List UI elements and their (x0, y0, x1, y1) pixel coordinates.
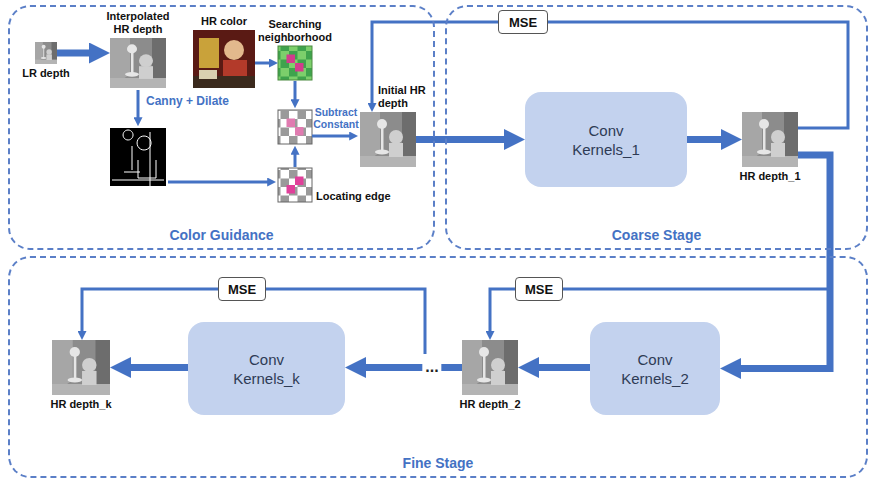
stage-title: Coarse Stage (447, 227, 866, 243)
tile-cell (287, 119, 296, 128)
box-label: MSE (509, 15, 537, 30)
depth-image (52, 340, 110, 395)
box-label: Conv Kernels_k (219, 350, 315, 388)
tile-cell (287, 55, 296, 64)
image-label: HR depth_k (41, 398, 121, 411)
edge-map (110, 128, 166, 186)
flow-arrow (137, 90, 140, 119)
flow-arrow (737, 155, 830, 369)
image-label: Searching neighborhood (250, 18, 340, 44)
color-image-part (224, 40, 244, 60)
edge-map-ground (110, 128, 166, 186)
tile-cell (295, 127, 304, 136)
depth-image (360, 112, 416, 167)
neighborhood-tile (278, 46, 312, 80)
image-label: Interpolated HR depth (101, 10, 175, 36)
depth-image (110, 38, 166, 88)
flow-arrow (535, 364, 590, 371)
tile-cell (295, 177, 304, 186)
step-note: Canny + Dilate (146, 95, 229, 109)
depth-image-node: Interpolated HR depth (110, 38, 166, 88)
color-image-part (199, 38, 219, 68)
image-label: HR depth_2 (450, 398, 530, 411)
box-label: MSE (525, 282, 553, 297)
box-label: Conv Kernels_1 (558, 121, 654, 159)
flow-arrow (362, 364, 462, 371)
flow-arrow (57, 50, 93, 57)
color-image (193, 30, 255, 88)
edge-tile (278, 168, 312, 202)
color-image-ground (193, 30, 255, 88)
tile-cell (295, 63, 304, 72)
image-label: HR color (189, 15, 259, 28)
depth-image (742, 112, 798, 167)
flow-arrow (687, 136, 725, 143)
mse-box: MSE (498, 10, 548, 34)
stage-title: Fine Stage (10, 455, 866, 471)
depth-image-node: Searching neighborhood (278, 46, 312, 80)
depth-image (35, 42, 57, 64)
edge-label: ... (422, 359, 441, 373)
loss-connector (255, 62, 271, 65)
depth-image-node: HR depth_k (52, 340, 110, 395)
flow-arrow (294, 81, 297, 101)
depth-image-node: LR depth (35, 42, 57, 64)
loss-connector (490, 289, 515, 333)
depth-image (462, 340, 518, 395)
box-label: MSE (228, 282, 256, 297)
edge-lines (112, 130, 164, 186)
stage-title: Color Guidance (10, 227, 433, 243)
image-label: Initial HR depth (378, 84, 432, 110)
depth-image-node: HR color (193, 30, 255, 88)
depth-image-node: HR depth_2 (462, 340, 518, 395)
mse-box: MSE (515, 277, 563, 301)
step-note: Subtract Constant (313, 106, 359, 130)
image-label: LR depth (11, 67, 81, 80)
color-image-part (199, 70, 217, 79)
flow-arrow (416, 136, 508, 143)
conv-kernel-box: Conv Kernels_2 (590, 322, 720, 415)
grid-tile (278, 110, 312, 144)
tile-cell (287, 185, 296, 194)
flow-arrow (312, 135, 351, 138)
image-label: Locating edge (316, 190, 391, 203)
depth-image-node: HR depth_1 (742, 112, 798, 167)
mse-box: MSE (218, 277, 266, 301)
stage-region: Coarse Stage MSE Conv Kernels_1 HR depth_1 (445, 5, 868, 250)
flow-arrow (127, 364, 188, 371)
box-label: Conv Kernels_2 (607, 350, 703, 388)
depth-image-node: Locating edge (278, 168, 312, 202)
flow-arrow (168, 181, 269, 184)
image-label: HR depth_1 (730, 170, 810, 183)
conv-kernel-box: Conv Kernels_k (188, 322, 345, 415)
conv-kernel-box: Conv Kernels_1 (525, 92, 687, 187)
flow-arrow (294, 153, 297, 167)
stage-region: Color Guidance LR depth Interpolated HR de… (8, 5, 435, 250)
depth-image-node: Initial HR depth (360, 112, 416, 167)
